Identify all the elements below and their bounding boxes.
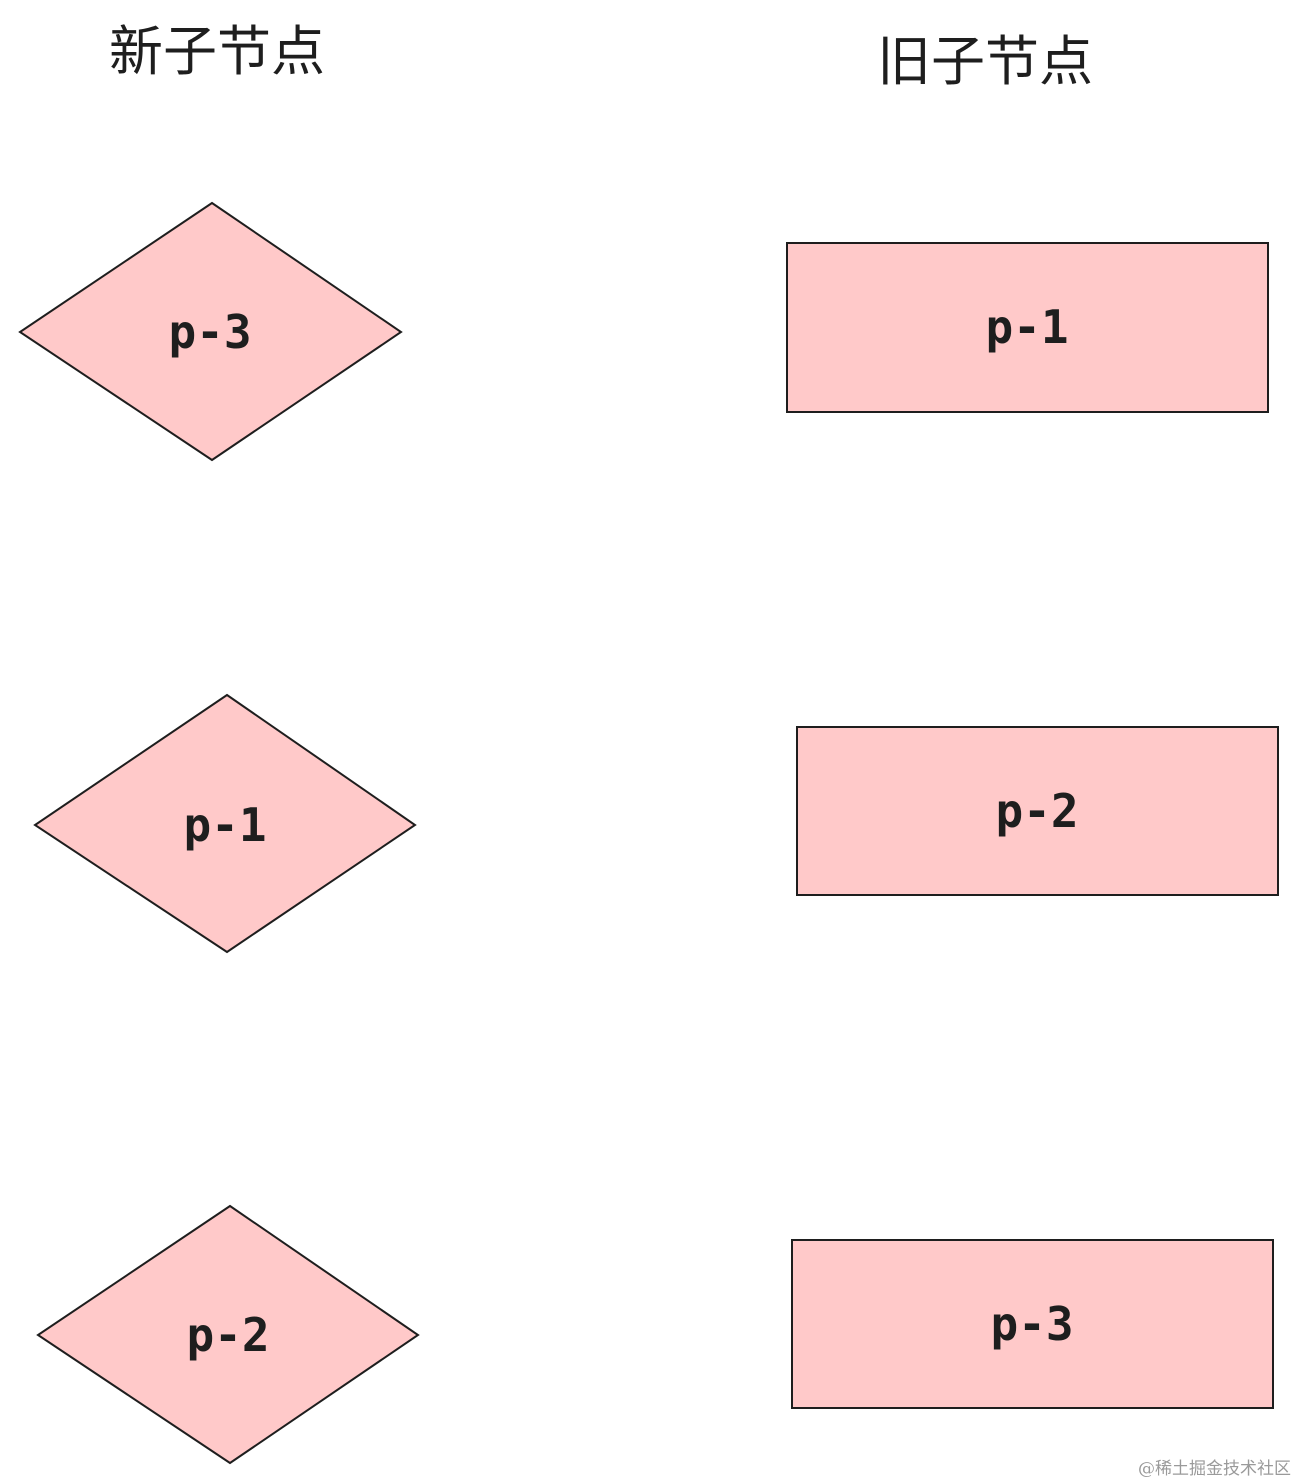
new-node-2: p-1 — [33, 693, 417, 954]
old-node-2: p-2 — [796, 726, 1279, 896]
new-node-3-label: p-2 — [186, 1308, 269, 1362]
old-node-1: p-1 — [786, 242, 1269, 413]
old-children-title: 旧子节点 — [877, 30, 1093, 93]
old-node-3-label: p-3 — [990, 1297, 1073, 1351]
old-node-3: p-3 — [791, 1239, 1274, 1409]
new-node-3: p-2 — [36, 1204, 420, 1465]
watermark: @稀土掘金技术社区 — [1138, 1459, 1291, 1479]
old-node-2-label: p-2 — [995, 784, 1078, 838]
new-children-title: 新子节点 — [109, 20, 325, 83]
new-node-1: p-3 — [18, 201, 403, 462]
old-node-1-label: p-1 — [985, 300, 1068, 354]
new-node-1-label: p-3 — [168, 305, 251, 359]
new-node-2-label: p-1 — [183, 798, 266, 852]
